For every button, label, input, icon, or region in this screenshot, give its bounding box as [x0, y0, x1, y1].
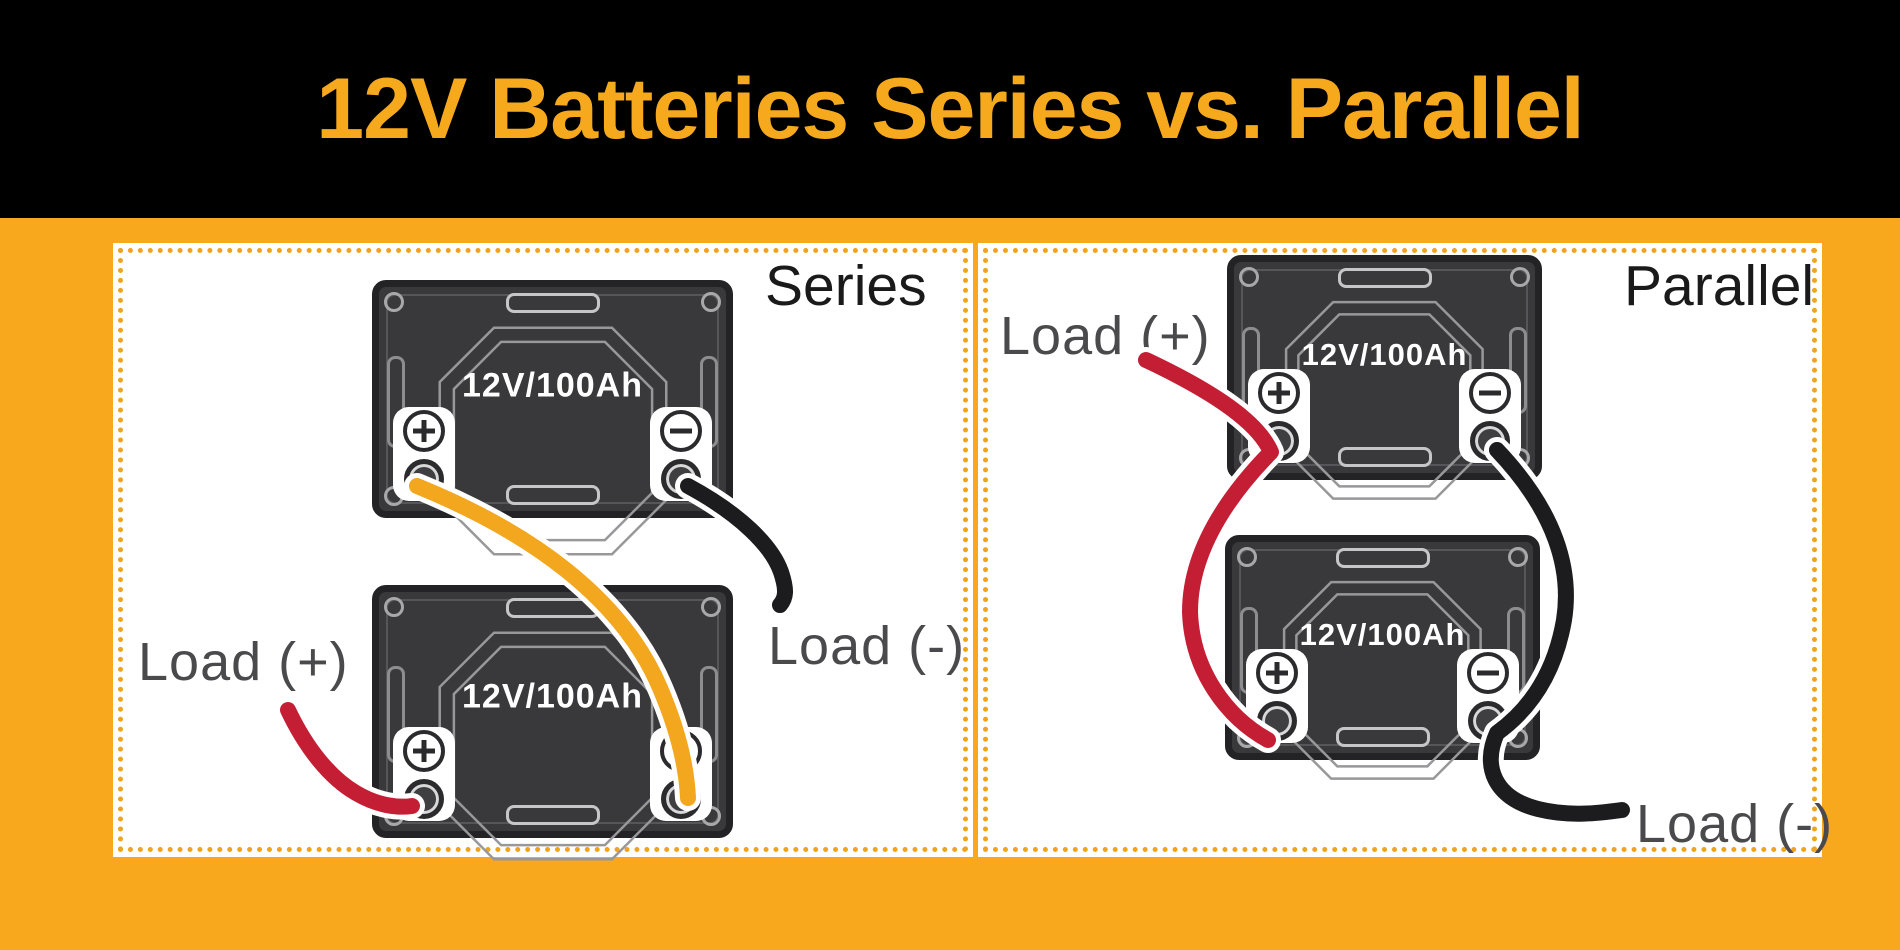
header-banner: 12V Batteries Series vs. Parallel	[0, 0, 1900, 218]
plus-terminal-icon	[403, 410, 445, 452]
terminal-post	[404, 779, 444, 819]
battery-handle	[505, 598, 600, 618]
parallel-panel: Parallel Load (+) Load (-) 12V/100Ah	[983, 248, 1832, 854]
series-heading: Series	[765, 254, 927, 318]
battery-octagon-outline	[435, 628, 671, 864]
series-battery-bottom: 12V/100Ah	[372, 585, 733, 838]
screw-icon	[384, 292, 404, 312]
battery-capacity-label: 12V/100Ah	[462, 677, 643, 716]
parallel-heading: Parallel	[1624, 254, 1815, 318]
plus-terminal-icon	[1256, 652, 1298, 694]
parallel-load-negative-label: Load (-)	[1636, 794, 1834, 854]
negative-terminal	[1459, 369, 1521, 463]
positive-terminal	[1246, 649, 1308, 743]
battery-handle	[505, 293, 600, 313]
terminal-post	[1257, 701, 1297, 741]
minus-terminal-icon	[1469, 372, 1511, 414]
minus-terminal-icon	[660, 410, 702, 452]
screw-icon	[1239, 267, 1259, 287]
positive-terminal	[393, 727, 455, 821]
terminal-post	[661, 779, 701, 819]
battery-handle	[1335, 727, 1430, 747]
positive-terminal	[1248, 369, 1310, 463]
battery-handle	[1337, 447, 1432, 467]
screw-icon	[701, 597, 721, 617]
terminal-post	[1470, 421, 1510, 461]
terminal-post	[661, 459, 701, 499]
series-load-negative-label: Load (-)	[768, 616, 966, 676]
battery-octagon-outline	[1280, 578, 1485, 783]
parallel-battery-top: 12V/100Ah	[1227, 255, 1542, 480]
negative-terminal	[650, 407, 712, 501]
screw-icon	[384, 597, 404, 617]
battery-capacity-label: 12V/100Ah	[1299, 616, 1466, 652]
battery-capacity-label: 12V/100Ah	[1301, 336, 1468, 372]
series-battery-top: 12V/100Ah	[372, 280, 733, 518]
battery-handle	[1337, 268, 1432, 288]
parallel-load-positive-label: Load (+)	[1000, 306, 1211, 366]
page-title: 12V Batteries Series vs. Parallel	[316, 60, 1584, 157]
battery-capacity-label: 12V/100Ah	[462, 366, 643, 405]
positive-terminal	[393, 407, 455, 501]
minus-terminal-icon	[660, 730, 702, 772]
terminal-post	[404, 459, 444, 499]
terminal-post	[1468, 701, 1508, 741]
negative-terminal	[1457, 649, 1519, 743]
screw-icon	[701, 292, 721, 312]
series-load-positive-label: Load (+)	[138, 632, 349, 692]
battery-octagon-outline	[1282, 298, 1487, 503]
screw-icon	[1508, 547, 1528, 567]
series-panel: Series Load (+) Load (-) 12V/100Ah	[118, 248, 968, 852]
battery-handle	[1335, 548, 1430, 568]
screw-icon	[1237, 547, 1257, 567]
plus-terminal-icon	[1258, 372, 1300, 414]
plus-terminal-icon	[403, 730, 445, 772]
minus-terminal-icon	[1467, 652, 1509, 694]
battery-octagon-outline	[435, 323, 671, 559]
screw-icon	[1510, 267, 1530, 287]
terminal-post	[1259, 421, 1299, 461]
negative-terminal	[650, 727, 712, 821]
parallel-battery-bottom: 12V/100Ah	[1225, 535, 1540, 760]
